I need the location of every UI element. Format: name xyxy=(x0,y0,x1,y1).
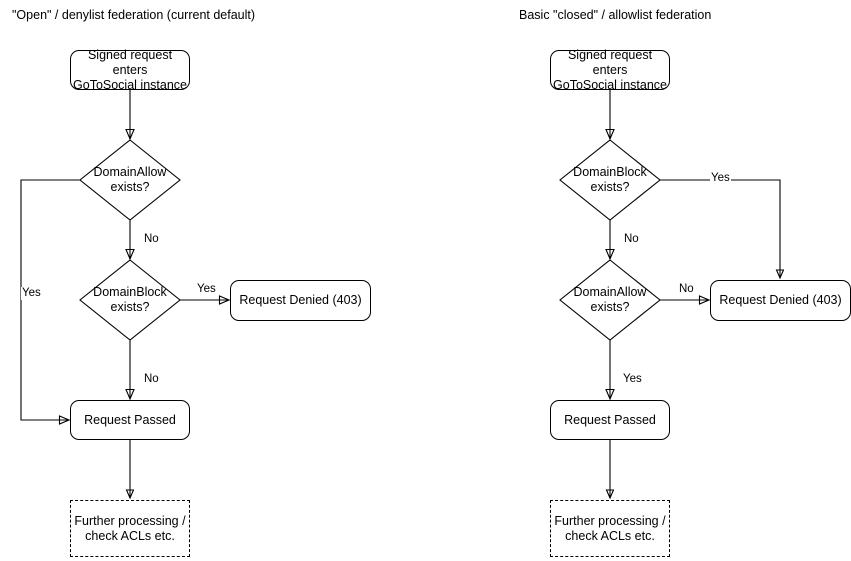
node-label: Further processing / check ACLs etc. xyxy=(74,513,186,543)
node-request-denied: Request Denied (403) xyxy=(230,280,371,321)
edge-label-block-yes-right: Yes xyxy=(710,172,731,185)
node-further-processing-right: Further processing / check ACLs etc. xyxy=(550,500,670,557)
node-label: Request Passed xyxy=(84,412,176,427)
node-label: Request Denied (403) xyxy=(719,293,842,307)
node-request-denied-right: Request Denied (403) xyxy=(710,280,851,321)
node-label: Signed request enters GoToSocial instanc… xyxy=(553,47,667,92)
edge-allow-yes-to-passed xyxy=(20,179,80,425)
node-further-processing: Further processing / check ACLs etc. xyxy=(70,500,190,557)
decision-domainblock-exists: DomainBlock exists? xyxy=(79,259,181,341)
node-signed-request-enters-right: Signed request enters GoToSocial instanc… xyxy=(550,47,670,92)
decision-domainallow-exists: DomainAllow exists? xyxy=(79,139,181,221)
edge-label-allow-no: No xyxy=(143,233,160,246)
diagram-title-open-denylist: "Open" / denylist federation (current de… xyxy=(12,8,256,22)
node-label: Request Denied (403) xyxy=(239,293,362,307)
node-request-passed-right: Request Passed xyxy=(550,400,670,440)
edge-label-block-yes: Yes xyxy=(196,283,217,296)
edge-label-allow-yes: Yes xyxy=(21,287,42,300)
node-request-passed: Request Passed xyxy=(70,400,190,440)
edge-label-allow-yes-right: Yes xyxy=(622,373,643,386)
decision-domainblock-exists-right: DomainBlock exists? xyxy=(559,139,661,221)
diagram-title-closed-allowlist: Basic "closed" / allowlist federation xyxy=(519,8,712,22)
decision-domainallow-exists-right: DomainAllow exists? xyxy=(559,259,661,341)
edge-label-block-no-right: No xyxy=(623,233,640,246)
edge-label-block-no: No xyxy=(143,373,160,386)
node-label: Signed request enters GoToSocial instanc… xyxy=(73,47,187,92)
edge-block-yes-to-denied-right xyxy=(660,179,780,278)
edge-label-allow-no-right: No xyxy=(678,283,695,296)
node-label: Further processing / check ACLs etc. xyxy=(554,513,666,543)
node-signed-request-enters: Signed request enters GoToSocial instanc… xyxy=(70,47,190,92)
node-label: Request Passed xyxy=(564,412,656,427)
